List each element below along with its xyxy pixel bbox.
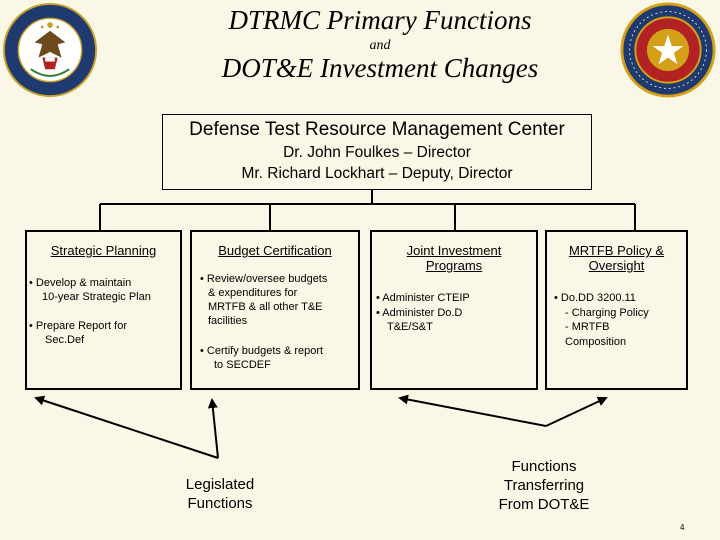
bullet-text: • Certify budgets & report: [200, 345, 324, 357]
bullet-text: to SECDEF: [214, 359, 271, 371]
strategic-planning-title: Strategic Planning: [50, 243, 157, 258]
legislated-functions-label: Legislated Functions: [150, 475, 290, 513]
transferring-line-2: Transferring: [503, 477, 585, 494]
transferring-line-3: From DOT&E: [498, 496, 590, 513]
bullet-text: • Administer CTEIP: [376, 292, 470, 304]
bullet-text: facilities: [208, 315, 248, 327]
bullet-text: MRTFB & all other T&E: [208, 301, 323, 313]
joint-investment-box: Joint Investment Programs • Administer C…: [370, 230, 538, 390]
mrtfb-policy-title-1: MRTFB Policy &: [568, 243, 665, 258]
bullet-text: • Review/oversee budgets: [200, 273, 328, 285]
arrow-to-strategic-planning: [34, 395, 219, 459]
bullet-text: • Prepare Report for: [29, 320, 128, 332]
title-conjunction: and: [369, 38, 391, 53]
joint-investment-title-2: Programs: [425, 258, 483, 273]
bullet-text: - Charging Policy: [565, 307, 649, 319]
budget-certification-title: Budget Certification: [218, 243, 332, 258]
functions-transferring-label: Functions Transferring From DOT&E: [474, 457, 614, 514]
operational-test-and-evaluation-seal-icon: [620, 2, 716, 98]
bullet-text: Sec.Def: [45, 334, 85, 346]
bullet-text: • Develop & maintain: [29, 277, 132, 289]
mrtfb-policy-box: MRTFB Policy & Oversight • Do.DD 3200.11…: [545, 230, 688, 390]
bullet-text: Composition: [565, 336, 627, 348]
legislated-line-2: Functions: [187, 495, 253, 512]
mrtfb-policy-title-2: Oversight: [588, 258, 645, 273]
joint-investment-title-1: Joint Investment: [406, 243, 502, 258]
bullet-text: 10-year Strategic Plan: [42, 291, 151, 303]
bullet-text: - MRTFB: [565, 321, 610, 333]
legislated-line-1: Legislated: [185, 476, 255, 493]
page-number: 4: [680, 523, 685, 532]
director-line: Dr. John Foulkes – Director: [283, 144, 471, 161]
arrow-to-mrtfb-policy: [545, 396, 608, 427]
transferring-line-1: Functions: [511, 458, 577, 475]
deputy-line: Mr. Richard Lockhart – Deputy, Director: [241, 165, 513, 182]
bullet-text: • Do.DD 3200.11: [554, 292, 636, 304]
dtrmc-center-box: Defense Test Resource Management Center …: [162, 114, 592, 190]
center-heading: Defense Test Resource Management Center: [189, 119, 565, 140]
bullet-text: T&E/S&T: [387, 321, 433, 333]
bullet-text: & expenditures for: [208, 287, 298, 299]
arrow-to-joint-investment: [398, 394, 547, 427]
title-line-1: DTRMC Primary Functions: [228, 5, 532, 35]
title-line-2: DOT&E Investment Changes: [221, 53, 539, 83]
bullet-text: • Administer Do.D: [376, 307, 463, 319]
arrow-to-budget-certification: [207, 398, 219, 459]
budget-certification-box: Budget Certification • Review/oversee bu…: [190, 230, 360, 390]
department-of-defense-seal-icon: [2, 2, 98, 98]
strategic-planning-box: Strategic Planning • Develop & maintain …: [25, 230, 182, 390]
